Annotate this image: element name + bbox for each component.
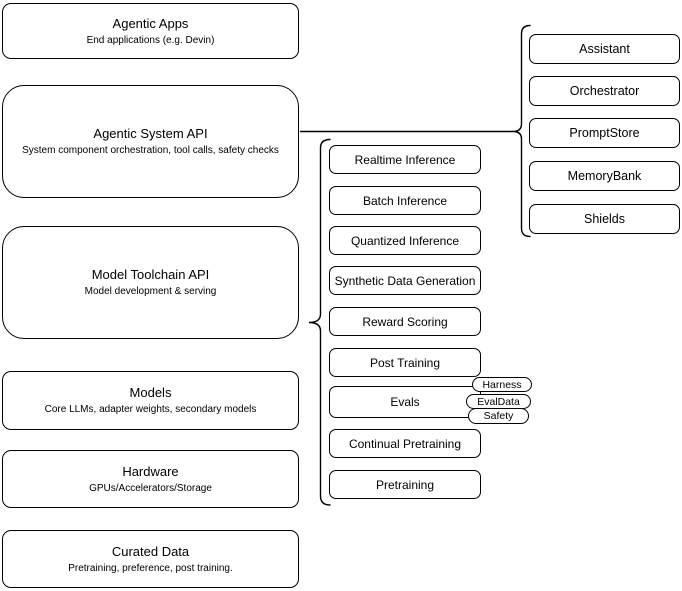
service-label: Realtime Inference <box>354 152 456 167</box>
layer-subtitle: GPUs/Accelerators/Storage <box>89 482 212 494</box>
layer-title: Model Toolchain API <box>91 267 210 282</box>
toolchain-services-brace <box>308 138 331 506</box>
layer-agentic-apps: Agentic Apps End applications (e.g. Devi… <box>2 3 299 59</box>
service-synthetic-data-generation: Synthetic Data Generation <box>329 266 481 295</box>
service-post-training: Post Training <box>329 348 481 377</box>
eval-tag-label: Safety <box>483 410 514 422</box>
service-label: Batch Inference <box>362 193 448 208</box>
layer-model-toolchain-api: Model Toolchain API Model development & … <box>2 226 299 339</box>
layer-subtitle: System component orchestration, tool cal… <box>22 145 279 156</box>
layer-subtitle: End applications (e.g. Devin) <box>86 34 215 46</box>
service-quantized-inference: Quantized Inference <box>329 226 481 255</box>
layer-agentic-system-api: Agentic System API System component orch… <box>2 85 299 198</box>
layer-title: Models <box>129 385 172 400</box>
layer-title: Agentic System API <box>93 126 208 141</box>
service-label: Synthetic Data Generation <box>334 273 476 288</box>
component-label: Orchestrator <box>569 84 640 98</box>
layer-subtitle: Model development & serving <box>84 286 217 297</box>
service-label: Pretraining <box>375 477 435 492</box>
layer-curated-data: Curated Data Pretraining, preference, po… <box>2 530 299 588</box>
service-reward-scoring: Reward Scoring <box>329 307 481 336</box>
system-components-brace <box>512 24 531 238</box>
service-label: Quantized Inference <box>350 233 460 248</box>
layer-title: Curated Data <box>111 543 190 559</box>
component-promptstore: PromptStore <box>529 118 680 148</box>
service-label: Continual Pretraining <box>348 436 462 451</box>
component-label: Assistant <box>579 42 630 56</box>
layer-subtitle: Pretraining, preference, post training. <box>68 562 233 574</box>
service-pretraining: Pretraining <box>329 470 481 499</box>
eval-tag-harness: Harness <box>472 377 532 392</box>
component-label: MemoryBank <box>567 169 642 183</box>
service-label: Evals <box>390 395 420 409</box>
service-evals: Evals <box>329 386 481 418</box>
component-shields: Shields <box>529 204 680 234</box>
component-assistant: Assistant <box>529 34 680 64</box>
component-label: PromptStore <box>569 126 640 140</box>
service-realtime-inference: Realtime Inference <box>329 145 481 174</box>
eval-tag-label: EvalData <box>477 395 520 408</box>
service-label: Post Training <box>369 355 441 370</box>
layer-models: Models Core LLMs, adapter weights, secon… <box>2 371 299 430</box>
eval-tag-label: Harness <box>482 378 522 391</box>
service-label: Reward Scoring <box>362 314 448 329</box>
service-continual-pretraining: Continual Pretraining <box>329 429 481 458</box>
component-orchestrator: Orchestrator <box>529 76 680 106</box>
layer-title: Agentic Apps <box>112 15 189 31</box>
eval-tag-evaldata: EvalData <box>466 394 531 409</box>
component-label: Shields <box>584 212 625 226</box>
component-memorybank: MemoryBank <box>529 161 680 191</box>
layer-hardware: Hardware GPUs/Accelerators/Storage <box>2 450 299 508</box>
eval-tag-safety: Safety <box>468 408 529 424</box>
service-batch-inference: Batch Inference <box>329 186 481 215</box>
layer-subtitle: Core LLMs, adapter weights, secondary mo… <box>44 404 257 415</box>
layer-title: Hardware <box>122 463 179 479</box>
